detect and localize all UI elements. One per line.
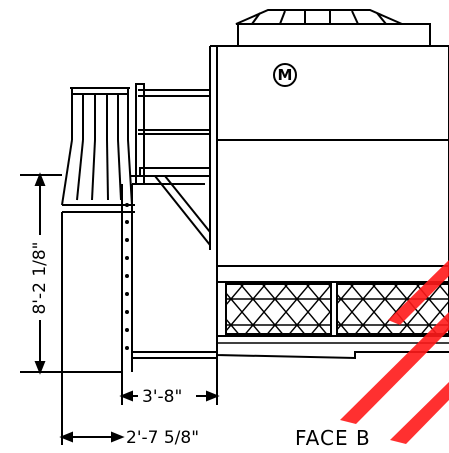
inner-width-dimension — [119, 372, 220, 405]
platform-handrail — [130, 83, 211, 246]
fill-section — [216, 265, 449, 360]
face-label: FACE B — [295, 426, 371, 450]
tower-casing — [209, 45, 449, 267]
outer-width-label: 2'-7 5/8" — [126, 428, 199, 448]
motor-mark-label: M — [278, 66, 293, 84]
fan-cowl — [235, 9, 431, 47]
ladder-cage — [61, 87, 135, 213]
watermark-stripes — [340, 260, 449, 444]
ladder — [121, 184, 133, 372]
motor-symbol: M — [273, 63, 297, 87]
outer-width-dimension — [59, 212, 125, 445]
tower-base — [132, 351, 218, 372]
height-dimension-label: 8'-2 1/8" — [30, 241, 50, 314]
height-dimension — [20, 172, 122, 375]
inner-width-label: 3'-8" — [142, 387, 182, 407]
